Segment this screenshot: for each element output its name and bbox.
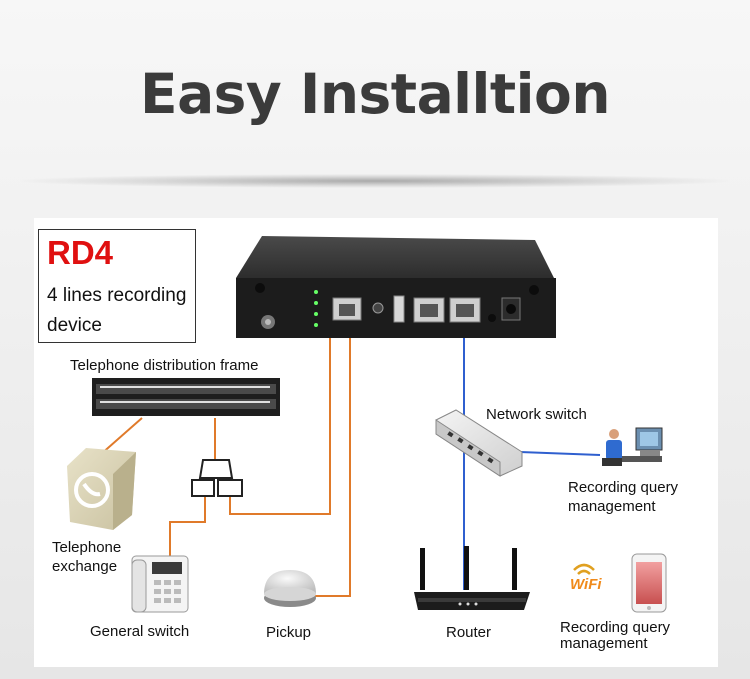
label-distribution-frame: Telephone distribution frame [70, 357, 259, 374]
label-network-switch: Network switch [486, 406, 587, 423]
pickup-device [264, 570, 316, 607]
smartphone [631, 553, 667, 613]
wifi-logo-text: WiFi [570, 576, 602, 593]
phone-line-to-distribution-frame [99, 332, 351, 597]
page-title: Easy Installtion [140, 62, 610, 126]
network-switch [435, 409, 523, 477]
wifi-icon [573, 563, 595, 575]
line-splitter [191, 459, 243, 497]
rd4-device [236, 236, 556, 338]
label-recording-query-top-line2: management [568, 498, 656, 515]
label-recording-query-bottom-line2: management [560, 635, 648, 652]
device-model: RD4 [47, 234, 114, 271]
label-pickup: Pickup [266, 624, 312, 641]
desk-telephone [131, 555, 189, 613]
device-description-line1: 4 lines recording [47, 285, 187, 306]
label-telephone-exchange-line1: Telephone [52, 539, 122, 556]
label-general-switch: General switch [90, 623, 190, 640]
recording-query-workstation [602, 427, 663, 466]
distribution-frame-panel [92, 378, 280, 416]
label-recording-query-top-line1: Recording query [568, 479, 679, 496]
label-recording-query-bottom-line1: Recording query [560, 619, 671, 636]
device-label-box: RD4 4 lines recording device [38, 229, 196, 343]
telephone-exchange-box [67, 448, 136, 530]
router-device [414, 546, 530, 610]
label-router: Router [446, 624, 492, 641]
label-telephone-exchange-line2: exchange [52, 558, 118, 575]
title-divider-shadow [20, 174, 730, 188]
device-description-line2: device [47, 315, 102, 336]
